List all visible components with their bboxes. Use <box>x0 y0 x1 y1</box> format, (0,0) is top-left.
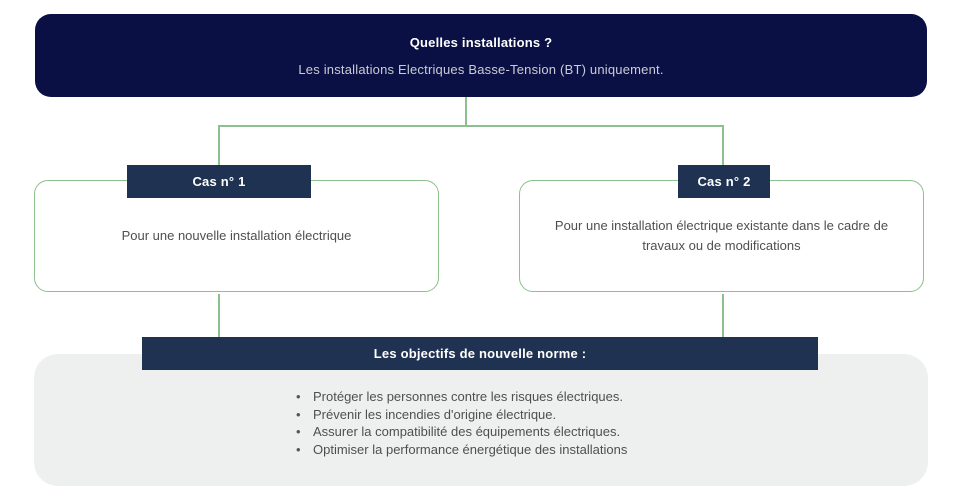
case-1-text: Pour une nouvelle installation électriqu… <box>121 228 352 243</box>
connector-top-vertical-line <box>465 97 467 126</box>
banner-subtitle: Les installations Electriques Basse-Tens… <box>298 61 664 77</box>
connector-left-bottom-line <box>218 294 220 338</box>
case-1-label: Cas n° 1 <box>192 174 246 189</box>
objectives-bar: Les objectifs de nouvelle norme : <box>142 337 818 370</box>
case-1-header: Cas n° 1 <box>127 165 311 198</box>
connector-horizontal-line <box>218 125 724 127</box>
case-2-text: Pour une installation électrique existan… <box>554 218 889 253</box>
objectives-list: Protéger les personnes contre les risque… <box>296 388 627 459</box>
objectives-title: Les objectifs de nouvelle norme : <box>373 346 587 361</box>
objective-item: Prévenir les incendies d'origine électri… <box>296 406 627 424</box>
objective-item: Protéger les personnes contre les risque… <box>296 388 627 406</box>
connector-right-vertical-line <box>722 125 724 166</box>
connector-right-bottom-line <box>722 294 724 338</box>
case-2-label: Cas n° 2 <box>697 174 751 189</box>
objective-item: Optimiser la performance énergétique des… <box>296 441 627 459</box>
banner-title: Quelles installations ? <box>409 34 553 50</box>
case-1-box: Pour une nouvelle installation électriqu… <box>34 180 439 292</box>
case-2-box: Pour une installation électrique existan… <box>519 180 924 292</box>
title-banner: Quelles installations ? Les installation… <box>35 14 927 97</box>
case-2-header: Cas n° 2 <box>678 165 770 198</box>
connector-left-vertical-line <box>218 125 220 166</box>
objective-item: Assurer la compatibilité des équipements… <box>296 423 627 441</box>
